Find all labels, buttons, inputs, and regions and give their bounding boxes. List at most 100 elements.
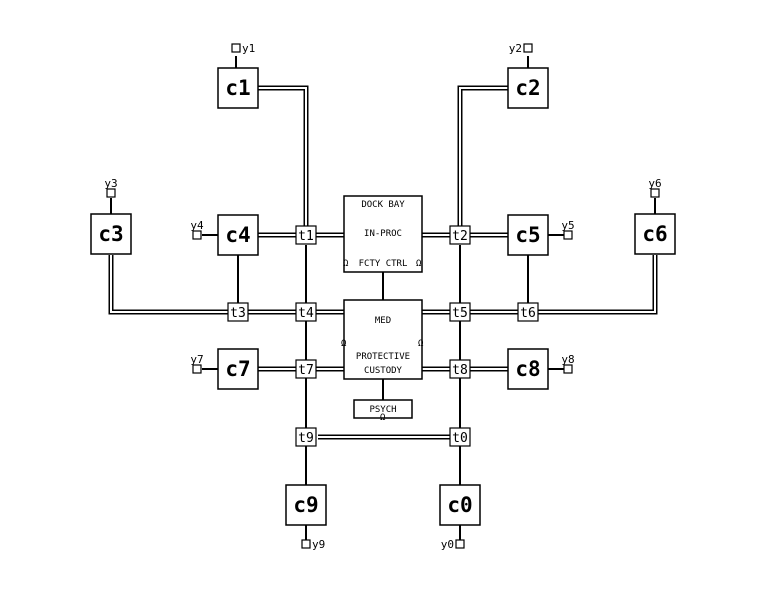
yard-label: y8: [561, 353, 574, 366]
cell-box: [507, 348, 549, 390]
junction-box: [449, 427, 471, 447]
junction-label: t3: [230, 306, 246, 321]
junction-label: t1: [298, 229, 314, 244]
door-icon: Ω: [343, 259, 349, 269]
yard-y2: y2: [509, 42, 533, 55]
junction-t6: t6: [517, 302, 539, 322]
door-icon: Ω: [380, 413, 386, 423]
door-icon: Ω: [418, 339, 424, 349]
admin-block: DOCK BAY IN-PROC FCTY CTRL Ω Ω: [343, 195, 423, 273]
cell-blocks: c1 c2 c3 c4 c5 c6 c7 c8 c9 c0: [90, 67, 676, 526]
cell-c2: c2: [507, 67, 549, 109]
yard-marker-icon: [455, 539, 465, 549]
admin-block-box: [343, 195, 423, 273]
cell-box: [90, 213, 132, 255]
cell-label: c0: [447, 493, 472, 517]
corridor-pipes: [108, 85, 658, 440]
psych-room: PSYCH Ω: [353, 399, 413, 423]
med-label: MED: [375, 316, 391, 326]
junction-t3: t3: [227, 302, 249, 322]
yard-marker-icon: [301, 539, 311, 549]
junction-label: t6: [520, 306, 536, 321]
medical-block: MED PROTECTIVE CUSTODY Ω Ω: [341, 299, 424, 380]
cell-c8: c8: [507, 348, 549, 390]
junction-label: t2: [452, 229, 468, 244]
cell-box: [439, 484, 481, 526]
cell-label: c6: [642, 222, 667, 246]
cell-c6: c6: [634, 213, 676, 255]
yard-y9: y9: [301, 538, 325, 551]
yard-marker-icon: [523, 43, 533, 53]
yard-label: y7: [190, 353, 203, 366]
yard-marker-icon: [192, 364, 202, 374]
junction-nodes: t1 t2 t3 t4 t5 t6 t7 t8 t9 t0: [227, 225, 539, 447]
yard-label: y1: [242, 42, 255, 55]
yard-label: y5: [561, 219, 574, 232]
cell-c3: c3: [90, 213, 132, 255]
junction-label: t7: [298, 363, 314, 378]
yard-marker-icon: [563, 364, 573, 374]
cell-box: [217, 67, 259, 109]
cell-label: c8: [515, 357, 540, 381]
yard-y5: y5: [561, 219, 575, 240]
junction-t7: t7: [295, 359, 317, 379]
door-icon: Ω: [416, 259, 422, 269]
yard-marker-icon: [650, 188, 660, 198]
junction-t5: t5: [449, 302, 471, 322]
junction-t4: t4: [295, 302, 317, 322]
custody-label: CUSTODY: [364, 366, 403, 376]
yard-label: y4: [190, 219, 204, 232]
junction-box: [449, 359, 471, 379]
cell-c9: c9: [285, 484, 327, 526]
junction-label: t9: [298, 431, 314, 446]
yard-y6: y6: [648, 177, 662, 198]
junction-t0: t0: [449, 427, 471, 447]
cell-c5: c5: [507, 214, 549, 256]
yard-label: y9: [312, 538, 325, 551]
dock-bay-label: DOCK BAY: [361, 200, 405, 210]
cell-c1: c1: [217, 67, 259, 109]
cell-box: [285, 484, 327, 526]
psych-box: [353, 399, 413, 419]
yard-y8: y8: [561, 353, 575, 374]
protective-label: PROTECTIVE: [356, 352, 410, 362]
junction-box: [295, 225, 317, 245]
cell-label: c3: [98, 222, 123, 246]
junction-label: t0: [452, 431, 468, 446]
cell-label: c7: [225, 357, 250, 381]
yard-y1: y1: [231, 42, 255, 55]
cell-box: [507, 67, 549, 109]
yard-marker-icon: [192, 230, 202, 240]
medical-block-box: [343, 299, 423, 380]
junction-box: [295, 359, 317, 379]
junction-t9: t9: [295, 427, 317, 447]
yard-marker-icon: [231, 43, 241, 53]
psych-label: PSYCH: [369, 405, 396, 415]
junction-label: t8: [452, 363, 468, 378]
door-icon: Ω: [341, 339, 347, 349]
cell-c0: c0: [439, 484, 481, 526]
yard-label: y2: [509, 42, 522, 55]
junction-box: [449, 225, 471, 245]
cell-label: c4: [225, 223, 250, 247]
in-proc-label: IN-PROC: [364, 229, 402, 239]
yard-label: y0: [441, 538, 454, 551]
cell-label: c9: [293, 493, 318, 517]
yard-marker-icon: [106, 188, 116, 198]
yard-y4: y4: [190, 219, 204, 240]
cell-box: [217, 214, 259, 256]
junction-label: t4: [298, 306, 314, 321]
yard-label: y6: [648, 177, 661, 190]
yard-marker-icon: [563, 230, 573, 240]
cell-box: [507, 214, 549, 256]
junction-t2: t2: [449, 225, 471, 245]
yard-y0: y0: [441, 538, 465, 551]
cell-c7: c7: [217, 348, 259, 390]
cell-label: c1: [225, 76, 250, 100]
junction-box: [295, 302, 317, 322]
fcty-ctrl-label: FCTY CTRL: [359, 259, 408, 269]
junction-box: [517, 302, 539, 322]
junction-box: [449, 302, 471, 322]
